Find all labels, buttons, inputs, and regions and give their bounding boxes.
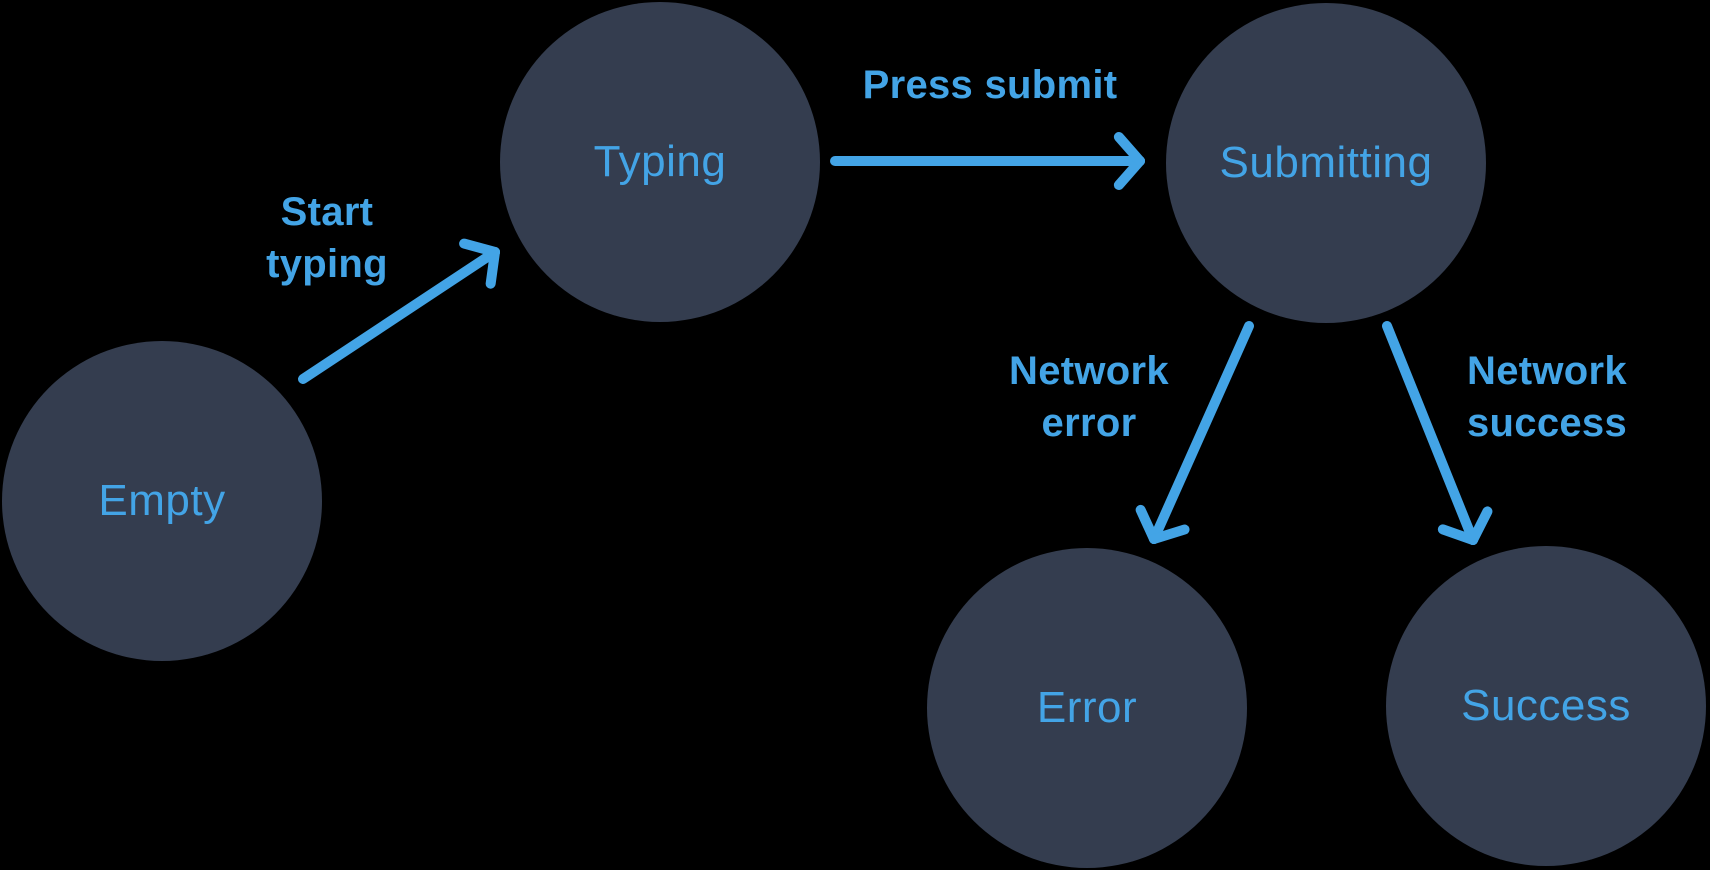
arrow-segment — [485, 247, 500, 289]
state-node-empty: Empty — [2, 341, 322, 661]
state-node-typing-label: Typing — [593, 137, 727, 186]
state-node-error-label: Error — [1036, 683, 1138, 732]
arrow-segment — [1468, 506, 1493, 545]
transition-label-network-error: Network error — [1009, 345, 1169, 449]
arrow-segment — [459, 238, 500, 257]
state-node-error: Error — [927, 548, 1247, 868]
state-node-typing: Typing — [500, 2, 820, 322]
transition-label-line: error — [1041, 401, 1137, 445]
arrow-press-submit — [830, 131, 1145, 191]
state-node-empty-label: Empty — [98, 476, 226, 525]
state-node-submitting-label: Submitting — [1219, 138, 1433, 187]
arrow-segment — [1113, 156, 1145, 191]
transition-label-line: success — [1466, 401, 1628, 445]
transition-label-start-typing: Start typing — [266, 186, 388, 290]
arrow-segment — [1135, 504, 1159, 544]
arrow-segment — [1113, 131, 1145, 166]
transition-label-line: Start — [280, 190, 374, 234]
transition-label-line: Press submit — [862, 63, 1118, 107]
transition-label-network-success: Network success — [1467, 345, 1627, 449]
state-node-success-label: Success — [1461, 681, 1631, 730]
arrow-segment — [1382, 321, 1478, 545]
state-node-submitting: Submitting — [1166, 3, 1486, 323]
arrow-segment — [1437, 524, 1478, 545]
transition-label-line: Network — [1467, 349, 1627, 393]
transition-label-line: Network — [1009, 349, 1169, 393]
arrow-segment — [1149, 524, 1190, 544]
transition-label-line: typing — [266, 242, 388, 286]
transition-label-press-submit: Press submit — [863, 59, 1118, 111]
state-node-success: Success — [1386, 546, 1706, 866]
